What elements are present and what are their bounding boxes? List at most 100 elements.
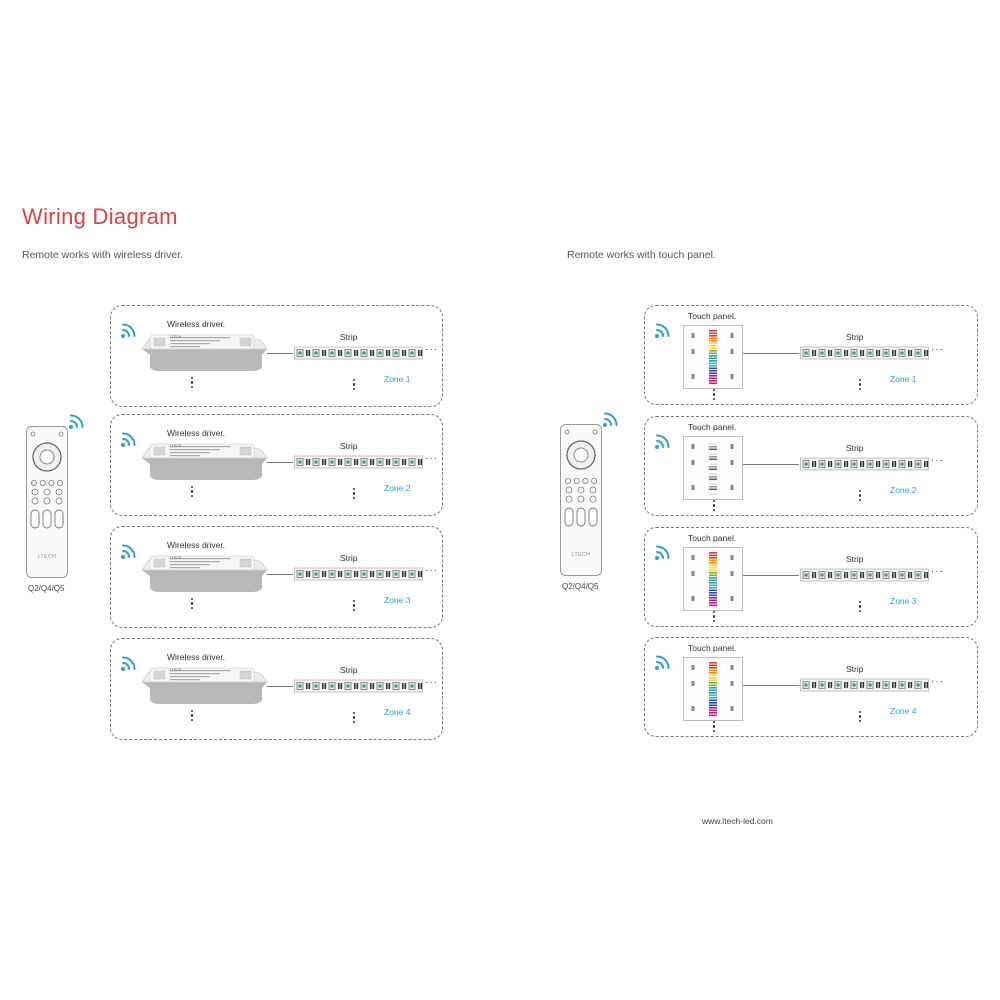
connection-wire	[267, 686, 293, 687]
strip-continuation-dots	[859, 490, 862, 503]
led-strip-image	[800, 568, 929, 582]
zone-2-wireless-icon	[655, 434, 670, 449]
connection-wire	[267, 574, 293, 575]
device-label: Touch panel.	[688, 643, 737, 653]
zone-2-label: Zone 2	[384, 483, 411, 493]
device-label: Wireless driver.	[167, 428, 226, 438]
zone-2-box	[110, 414, 443, 516]
led-strip-image	[294, 346, 423, 360]
remote-logo-text: LTECH	[37, 554, 56, 560]
connection-wire	[743, 575, 799, 576]
zone-1-label: Zone 1	[890, 374, 917, 384]
zone-3-wireless-icon	[655, 545, 670, 560]
zone-1-wireless-icon	[121, 323, 136, 338]
device-label: Touch panel.	[688, 422, 737, 432]
device-label: Wireless driver.	[167, 540, 226, 550]
connection-wire	[743, 353, 799, 354]
strip-continuation-dots	[353, 600, 356, 613]
device-label: Wireless driver.	[167, 319, 226, 329]
driver-logo-text: LTECH	[170, 335, 182, 339]
zone-3-label: Zone 3	[890, 596, 917, 606]
driver-continuation-dots	[191, 710, 194, 723]
panel-continuation-dots	[713, 721, 716, 734]
panel-continuation-dots	[713, 389, 716, 402]
horizontal-ellipsis: ···	[425, 453, 438, 464]
strip-continuation-dots	[859, 379, 862, 392]
zone-1-wireless-icon	[655, 323, 670, 338]
driver-logo-text: LTECH	[170, 444, 182, 448]
remote-model-label: Q2/Q4/Q5	[562, 582, 599, 591]
horizontal-ellipsis: ···	[931, 676, 944, 687]
strip-label: Strip	[340, 332, 358, 342]
zone-2-wireless-icon	[121, 432, 136, 447]
strip-label: Strip	[340, 665, 358, 675]
device-label: Wireless driver.	[167, 652, 226, 662]
strip-label: Strip	[846, 554, 864, 564]
strip-continuation-dots	[859, 601, 862, 614]
panel-continuation-dots	[713, 611, 716, 624]
zone-2-label: Zone 2	[890, 485, 917, 495]
driver-continuation-dots	[191, 377, 194, 390]
remote-control-image: LTECH	[560, 424, 602, 576]
strip-label: Strip	[846, 443, 864, 453]
zone-4-wireless-icon	[121, 656, 136, 671]
strip-continuation-dots	[353, 379, 356, 392]
led-strip-image	[294, 679, 423, 693]
wireless-driver-image: LTECH	[141, 334, 268, 371]
strip-label: Strip	[846, 664, 864, 674]
strip-continuation-dots	[353, 712, 356, 725]
remote-control-image: LTECH	[26, 426, 68, 578]
zone-3-box	[644, 527, 978, 627]
led-strip-image	[294, 567, 423, 581]
zone-3-box	[110, 526, 443, 628]
strip-label: Strip	[340, 553, 358, 563]
connection-wire	[743, 685, 799, 686]
led-strip-image	[800, 457, 929, 471]
strip-label: Strip	[846, 332, 864, 342]
zone-1-box	[110, 305, 443, 407]
page-title: Wiring Diagram	[22, 204, 178, 229]
zone-3-wireless-icon	[121, 544, 136, 559]
strip-label: Strip	[340, 441, 358, 451]
zone-4-wireless-icon	[655, 655, 670, 670]
remote-logo-text: LTECH	[571, 552, 590, 558]
horizontal-ellipsis: ···	[425, 677, 438, 688]
led-strip-image	[800, 678, 929, 692]
zone-4-box	[644, 637, 978, 737]
zone-4-box	[110, 638, 443, 740]
website-url[interactable]: www.ltech-led.com	[702, 816, 773, 826]
connection-wire	[267, 462, 293, 463]
zone-1-box	[644, 305, 978, 405]
horizontal-ellipsis: ···	[931, 566, 944, 577]
touch-panel-image	[683, 436, 743, 500]
driver-logo-text: LTECH	[170, 668, 182, 672]
zone-2-box	[644, 416, 978, 516]
horizontal-ellipsis: ···	[931, 455, 944, 466]
zone-4-label: Zone 4	[384, 707, 411, 717]
connection-wire	[267, 353, 293, 354]
panel-continuation-dots	[713, 500, 716, 513]
remote-wireless-icon	[69, 414, 84, 429]
right-subtitle: Remote works with touch panel.	[567, 249, 716, 261]
wireless-driver-image: LTECH	[141, 443, 268, 480]
wireless-driver-image: LTECH	[141, 667, 268, 704]
device-label: Touch panel.	[688, 311, 737, 321]
led-strip-image	[294, 455, 423, 469]
driver-continuation-dots	[191, 486, 194, 499]
zone-3-label: Zone 3	[384, 595, 411, 605]
touch-panel-image	[683, 547, 743, 611]
horizontal-ellipsis: ···	[425, 565, 438, 576]
driver-logo-text: LTECH	[170, 556, 182, 560]
horizontal-ellipsis: ···	[425, 344, 438, 355]
connection-wire	[743, 464, 799, 465]
left-subtitle: Remote works with wireless driver.	[22, 249, 184, 261]
strip-continuation-dots	[859, 711, 862, 724]
remote-wireless-icon	[603, 412, 618, 427]
wireless-driver-image: LTECH	[141, 555, 268, 592]
touch-panel-image	[683, 325, 743, 389]
device-label: Touch panel.	[688, 533, 737, 543]
touch-panel-image	[683, 657, 743, 721]
strip-continuation-dots	[353, 488, 356, 501]
led-strip-image	[800, 346, 929, 360]
zone-4-label: Zone 4	[890, 706, 917, 716]
